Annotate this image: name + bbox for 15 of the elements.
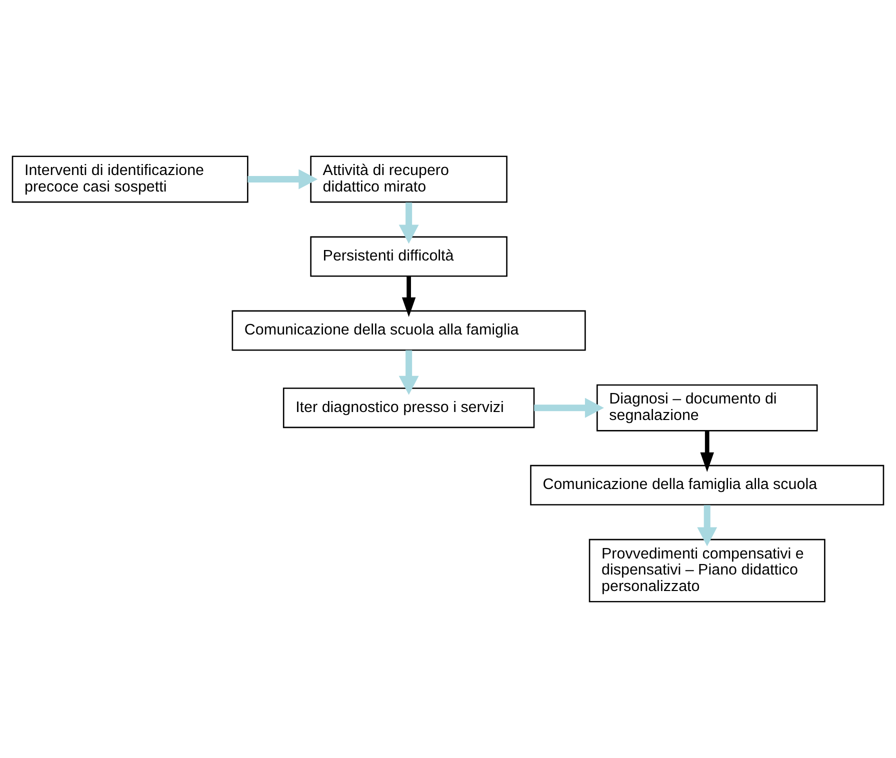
arrow [248, 169, 318, 190]
arrow [398, 350, 419, 395]
arrow [398, 202, 419, 244]
node-box: Diagnosi – documento di segnalazione [596, 384, 818, 432]
node-box: Interventi di identificazione precoce casi sospetti [12, 156, 248, 203]
node-box: Comunicazione della scuola alla famiglia [232, 310, 586, 351]
node-box: Comunicazione della famiglia alla scuola [530, 464, 884, 506]
arrow [402, 276, 416, 318]
node-box: Attività di recupero didattico mirato [310, 156, 508, 203]
node-box: Provvedimenti compensativi e dispensativi – Piano didattico personalizzato [588, 538, 826, 602]
arrow [697, 505, 718, 546]
node-box: Iter diagnostico presso i servizi [282, 388, 535, 428]
node-box: Persistenti difficoltà [310, 236, 508, 277]
arrow [700, 431, 714, 472]
arrow [534, 398, 604, 418]
